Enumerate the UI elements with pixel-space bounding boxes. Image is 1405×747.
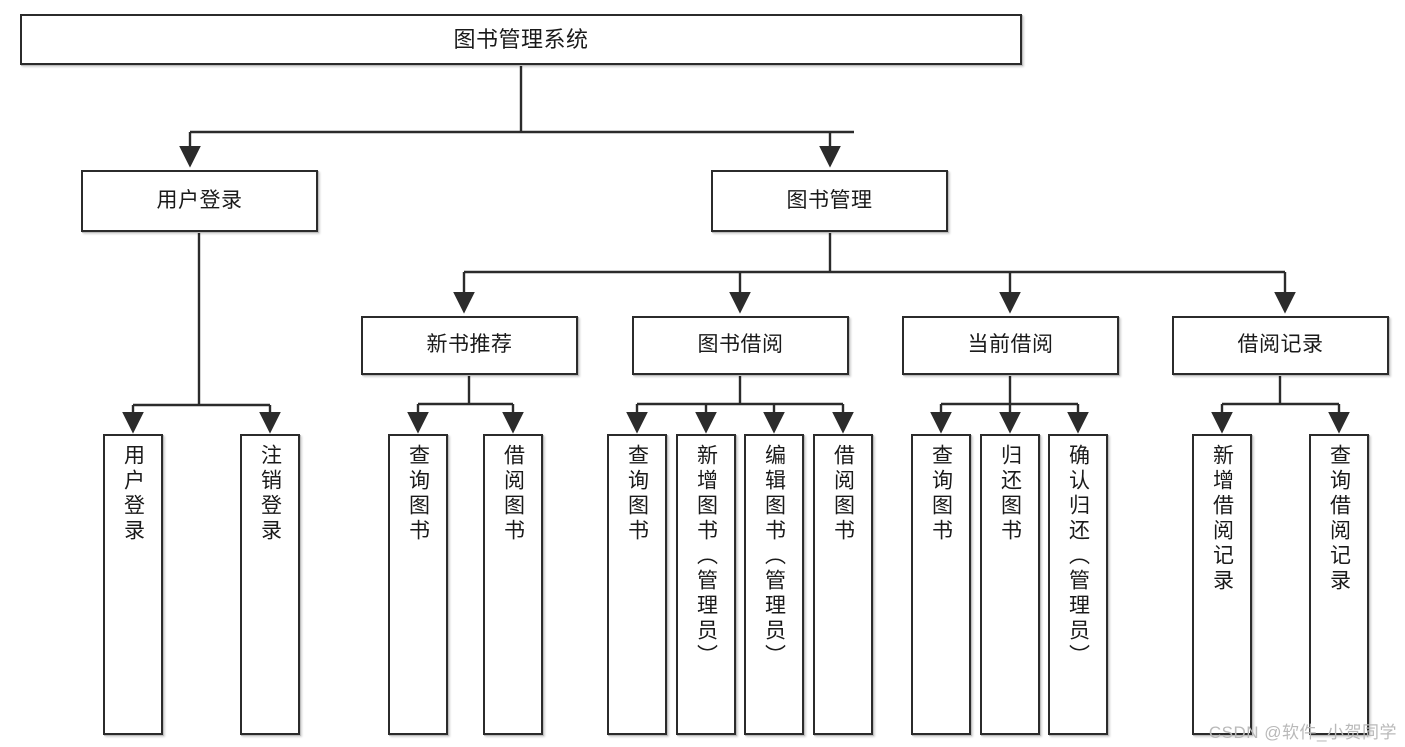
node-label: 新书推荐 — [426, 333, 513, 357]
leaf-newbook-query-book[interactable]: 查询图书 — [388, 434, 448, 735]
leaf-user-login-login[interactable]: 用户登录 — [103, 434, 163, 735]
node-label: 当前借阅 — [967, 333, 1054, 357]
leaf-borrow-add-book-admin[interactable]: 新增图书（管理员） — [676, 434, 736, 735]
node-book-management-system[interactable]: 图书管理系统 — [20, 14, 1022, 65]
leaf-current-return-book[interactable]: 归还图书 — [980, 434, 1040, 735]
leaf-newbook-borrow-book[interactable]: 借阅图书 — [483, 434, 543, 735]
leaf-current-query-book[interactable]: 查询图书 — [911, 434, 971, 735]
node-label: 用户登录 — [156, 188, 243, 212]
node-label: 确认归还（管理员） — [1066, 444, 1090, 669]
leaf-borrow-query-book[interactable]: 查询图书 — [607, 434, 667, 735]
node-new-book-recommend[interactable]: 新书推荐 — [361, 316, 578, 375]
node-label: 借阅图书 — [501, 444, 525, 544]
node-label: 查询图书 — [406, 444, 430, 544]
node-label: 新增借阅记录 — [1210, 444, 1234, 594]
node-label: 注销登录 — [258, 444, 282, 544]
node-label: 新增图书（管理员） — [694, 444, 718, 669]
node-label: 用户登录 — [121, 444, 145, 544]
node-book-management[interactable]: 图书管理 — [711, 170, 948, 232]
leaf-user-login-logout[interactable]: 注销登录 — [240, 434, 300, 735]
leaf-borrow-borrow-book[interactable]: 借阅图书 — [813, 434, 873, 735]
watermark: CSDN @软件_小贺同学 — [1208, 723, 1397, 742]
node-label: 查询借阅记录 — [1327, 444, 1351, 594]
node-label: 借阅记录 — [1237, 333, 1324, 357]
node-label: 借阅图书 — [831, 444, 855, 544]
node-label: 图书借阅 — [697, 333, 784, 357]
node-label: 图书管理系统 — [453, 26, 589, 52]
node-label: 编辑图书（管理员） — [762, 444, 786, 669]
node-book-borrow[interactable]: 图书借阅 — [632, 316, 849, 375]
node-label: 查询图书 — [625, 444, 649, 544]
node-label: 图书管理 — [786, 188, 873, 212]
node-label: 查询图书 — [929, 444, 953, 544]
leaf-record-add-record[interactable]: 新增借阅记录 — [1192, 434, 1252, 735]
node-label: 归还图书 — [998, 444, 1022, 544]
node-user-login[interactable]: 用户登录 — [81, 170, 318, 232]
leaf-borrow-edit-book-admin[interactable]: 编辑图书（管理员） — [744, 434, 804, 735]
node-borrow-record[interactable]: 借阅记录 — [1172, 316, 1389, 375]
leaf-record-query-record[interactable]: 查询借阅记录 — [1309, 434, 1369, 735]
leaf-current-confirm-return-admin[interactable]: 确认归还（管理员） — [1048, 434, 1108, 735]
node-current-borrow[interactable]: 当前借阅 — [902, 316, 1119, 375]
